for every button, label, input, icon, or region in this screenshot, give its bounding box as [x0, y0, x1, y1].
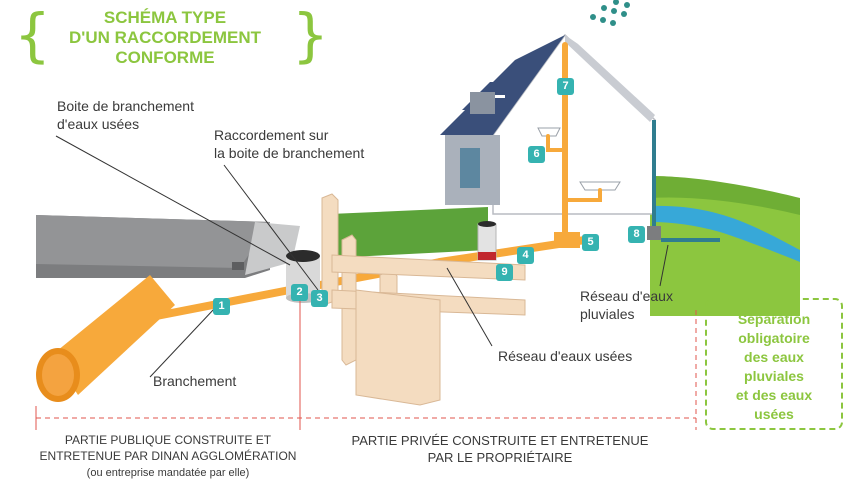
- left-brace: {: [14, 1, 51, 69]
- zone-public-sublabel: (ou entreprise mandatée par elle): [86, 467, 250, 479]
- right-brace: }: [292, 1, 329, 69]
- label-branchement: Branchement: [153, 373, 237, 389]
- label-reseau-eaux-pluviales: Réseau d'eaux pluviales: [580, 288, 673, 322]
- stream: [652, 205, 800, 262]
- zone-private-label: PARTIE PRIVÉE CONSTRUITE ET ENTRETENUE P…: [351, 433, 649, 465]
- badge-9: 9: [496, 264, 513, 281]
- badge-5: 5: [582, 234, 599, 251]
- zone-public-label: PARTIE PUBLIQUE CONSTRUITE ET ENTRETENUE…: [39, 433, 297, 463]
- badge-6: 6: [528, 146, 545, 163]
- separation-note: Séparation obligatoire des eaux pluviale…: [705, 298, 843, 430]
- main-sewer-pipe: [36, 275, 175, 402]
- label-reseau-eaux-usees: Réseau d'eaux usées: [498, 348, 633, 364]
- rain-icon: [590, 0, 630, 26]
- label-boite-branchement: Boite de branchement d'eaux usées: [57, 98, 194, 132]
- diagram-title: SCHÉMA TYPE D'UN RACCORDEMENT CONFORME: [69, 8, 261, 67]
- house: [440, 33, 656, 215]
- label-raccordement: Raccordement sur la boite de branchement: [214, 127, 365, 161]
- badge-4: 4: [517, 247, 534, 264]
- badge-3: 3: [311, 290, 328, 307]
- lawn: [330, 207, 488, 258]
- badge-8: 8: [628, 226, 645, 243]
- rain-tank: [477, 221, 497, 261]
- badge-1: 1: [213, 298, 230, 315]
- zone-boundary: [35, 300, 697, 430]
- badge-7: 7: [557, 78, 574, 95]
- fence: [321, 193, 526, 406]
- badge-2: 2: [291, 284, 308, 301]
